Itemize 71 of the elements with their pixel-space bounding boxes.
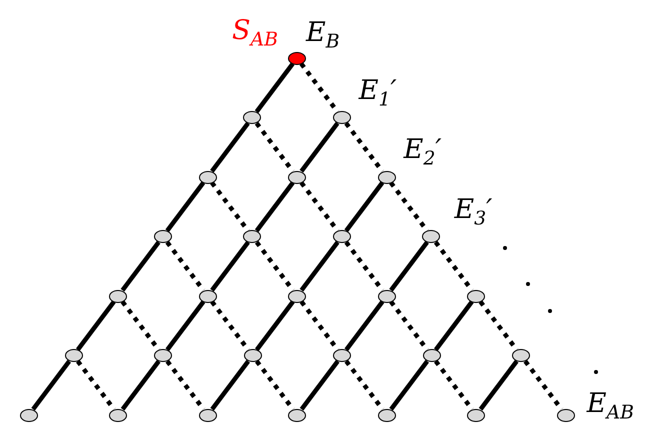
solid-line bbox=[120, 240, 160, 292]
math-label: E$_{B}$ bbox=[306, 19, 340, 52]
dotted-line bbox=[344, 360, 384, 411]
dotted-line bbox=[300, 62, 340, 114]
math-label: E$_{1}$′ bbox=[358, 76, 397, 109]
math-label: E$_{AB}$ bbox=[586, 390, 634, 422]
dotted-line bbox=[165, 240, 206, 292]
dotted-line bbox=[300, 181, 340, 232]
solid-line bbox=[210, 360, 250, 411]
lattice-node bbox=[198, 408, 217, 422]
lattice-node bbox=[198, 290, 217, 302]
math-label: S$_{AB}$ bbox=[232, 17, 278, 50]
solid-line bbox=[210, 122, 250, 173]
dotted-line bbox=[254, 240, 295, 292]
solid-line bbox=[478, 360, 518, 411]
lattice-node bbox=[467, 290, 486, 302]
lattice-node bbox=[288, 290, 306, 302]
lattice-node bbox=[154, 349, 172, 362]
dotted-line bbox=[478, 300, 518, 352]
lattice-node bbox=[109, 408, 128, 422]
dotted-line bbox=[255, 360, 295, 411]
solid-line bbox=[254, 181, 295, 232]
lattice-node bbox=[378, 290, 396, 302]
dotted-line bbox=[120, 300, 160, 352]
lattice-node bbox=[422, 349, 440, 362]
dotted-line bbox=[434, 360, 474, 411]
lattice-node bbox=[288, 170, 306, 184]
lattice-node bbox=[198, 170, 217, 184]
dotted-line bbox=[434, 240, 474, 292]
dotted-line bbox=[76, 360, 116, 411]
lattice-node bbox=[109, 290, 128, 302]
solid-line bbox=[76, 300, 116, 352]
lattice-node bbox=[154, 230, 172, 243]
dotted-line bbox=[389, 181, 429, 232]
dotted-line bbox=[210, 181, 250, 232]
solid-line bbox=[255, 300, 295, 352]
lattice-node bbox=[64, 349, 82, 362]
lattice-node bbox=[333, 349, 351, 362]
dotted-line bbox=[166, 360, 206, 411]
dotted-line bbox=[344, 240, 384, 292]
solid-line bbox=[300, 360, 340, 411]
lattice-node bbox=[467, 408, 486, 422]
solid-line bbox=[120, 360, 160, 411]
solid-line bbox=[300, 240, 340, 292]
solid-line bbox=[31, 360, 71, 411]
solid-line bbox=[344, 300, 384, 352]
dotted-line bbox=[254, 122, 295, 173]
solid-line bbox=[166, 300, 206, 352]
solid-line bbox=[344, 181, 384, 232]
math-label: E$_{3}$′ bbox=[454, 196, 492, 228]
math-label: E$_{2}$′ bbox=[404, 136, 442, 168]
solid-line bbox=[300, 122, 340, 173]
solid-line bbox=[254, 62, 294, 114]
dotted-line bbox=[210, 300, 250, 352]
dotted-line bbox=[389, 300, 429, 352]
lattice-node bbox=[288, 408, 306, 422]
lattice-node bbox=[243, 111, 262, 124]
lattice-node bbox=[244, 349, 262, 362]
solid-line bbox=[389, 360, 429, 411]
solid-line bbox=[389, 240, 429, 292]
dotted-line bbox=[524, 360, 564, 411]
lattice-node bbox=[243, 230, 262, 243]
dotted-line bbox=[300, 300, 340, 352]
dotted-line bbox=[344, 122, 384, 173]
lattice-node bbox=[20, 408, 38, 422]
solid-line bbox=[210, 240, 250, 292]
lattice-node bbox=[332, 230, 351, 243]
solid-line bbox=[434, 300, 474, 352]
lattice-node bbox=[378, 408, 396, 422]
lattice-node bbox=[512, 349, 530, 362]
solid-line bbox=[165, 181, 206, 232]
